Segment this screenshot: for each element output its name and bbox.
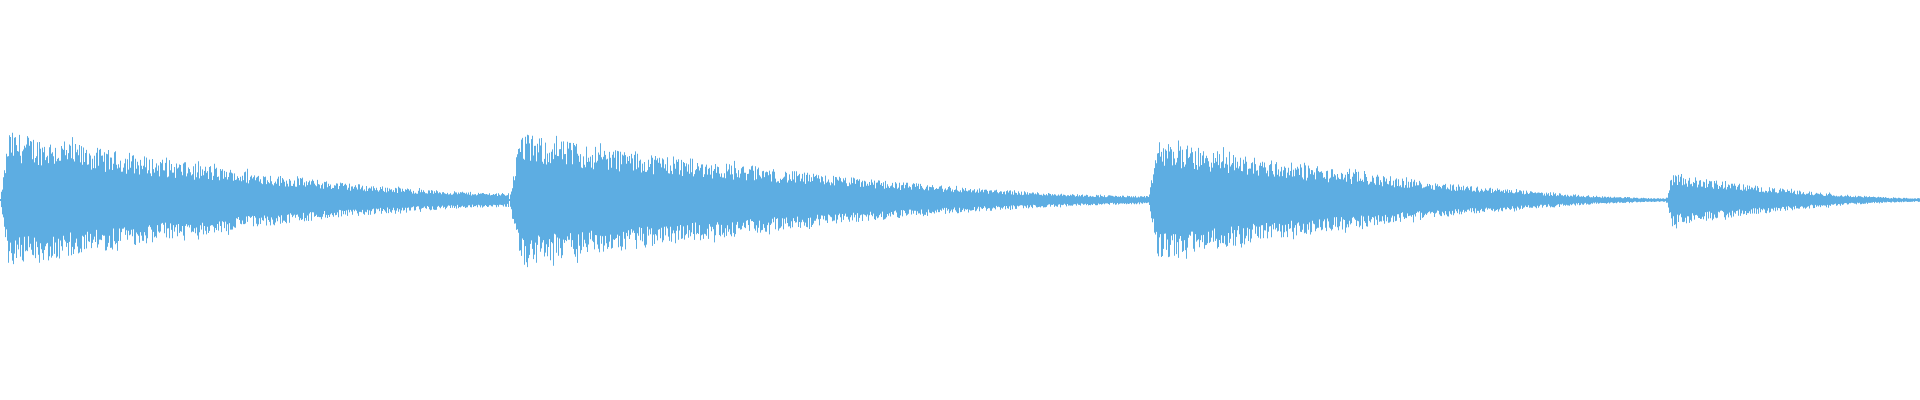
waveform-segment-4 bbox=[1666, 174, 1920, 229]
waveform-segment-1 bbox=[1, 132, 509, 265]
